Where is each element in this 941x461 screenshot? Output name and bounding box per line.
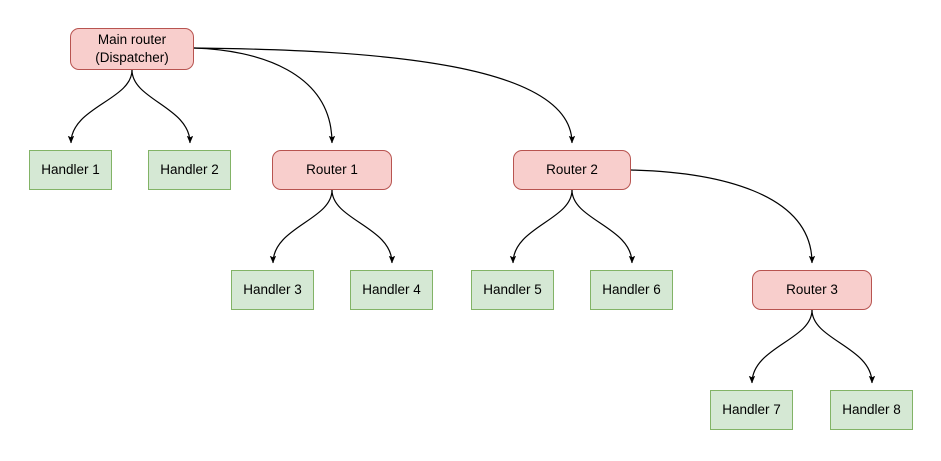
node-handler-4[interactable]: Handler 4 <box>350 270 433 310</box>
edge-main-to-handler-1 <box>67 69 133 144</box>
edge-main-to-router-1 <box>193 47 336 144</box>
edge-main-to-router-2 <box>193 47 576 144</box>
node-handler-2[interactable]: Handler 2 <box>148 150 231 190</box>
node-handler-7[interactable]: Handler 7 <box>710 390 793 430</box>
node-router-3[interactable]: Router 3 <box>752 270 872 310</box>
edge-router-1-to-handler-3 <box>269 189 333 264</box>
node-router-2[interactable]: Router 2 <box>513 150 631 190</box>
edge-router-3-to-handler-7 <box>748 309 813 384</box>
node-handler-3[interactable]: Handler 3 <box>231 270 314 310</box>
node-handler-8[interactable]: Handler 8 <box>830 390 913 430</box>
edge-router-2-to-handler-6 <box>571 189 636 264</box>
node-main-router[interactable]: Main router (Dispatcher) <box>70 28 194 70</box>
edge-router-2-to-handler-5 <box>509 189 573 264</box>
edge-router-1-to-handler-4 <box>331 189 396 264</box>
edge-main-to-handler-2 <box>131 69 194 144</box>
node-router-1[interactable]: Router 1 <box>272 150 392 190</box>
node-handler-1[interactable]: Handler 1 <box>29 150 112 190</box>
node-handler-6[interactable]: Handler 6 <box>590 270 673 310</box>
node-handler-5[interactable]: Handler 5 <box>471 270 554 310</box>
edge-router-3-to-handler-8 <box>811 309 876 384</box>
edge-router-2-to-router-3 <box>630 169 816 264</box>
